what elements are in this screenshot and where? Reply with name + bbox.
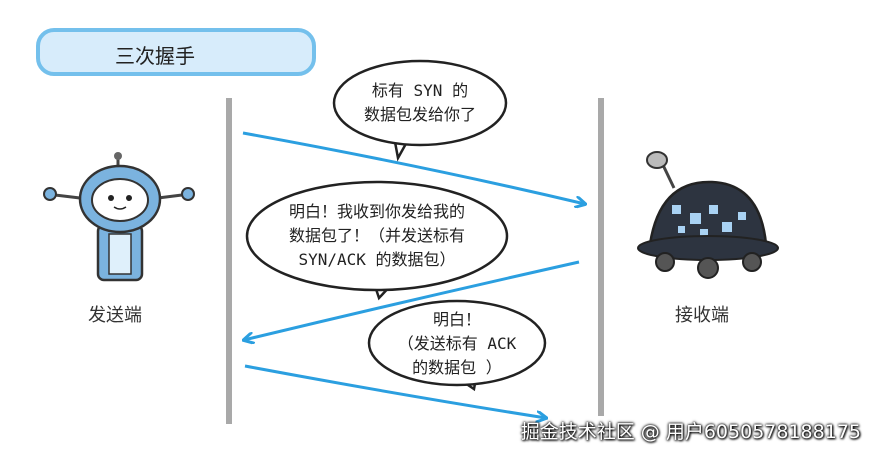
bubble-line: SYN/ACK 的数据包） [298,250,456,269]
bubble-line: （发送标有 ACK [397,334,517,353]
syn-ack-bubble-text: 明白！我收到你发给我的 数据包了！（并发送标有 SYN/ACK 的数据包） [252,200,502,272]
bubble-line: 标有 SYN 的 [371,81,469,100]
title-banner [36,28,316,76]
ack-bubble-text: 明白！ （发送标有 ACK 的数据包 ） [378,308,536,380]
syn-ack-arrow [244,260,580,340]
receiver-robot-illustration [637,151,779,279]
syn-speech-bubble [332,59,508,162]
bubble-line: 明白！我收到你发给我的 [288,202,465,221]
watermark-text: 掘金技术社区 @ 用户6050578188175 [520,421,861,443]
sender-label: 发送端 [88,305,142,326]
bubble-line: 数据包了！（并发送标有 [288,226,465,245]
bubble-line: 的数据包 ） [412,358,502,377]
bubble-line: 明白！ [432,310,481,329]
diagram-title: 三次握手 [115,44,195,68]
syn-ack-speech-bubble [245,180,509,301]
bubble-line: 数据包发给你了 [363,105,476,124]
syn-arrow [242,131,585,204]
ack-arrow [244,364,546,418]
syn-bubble-text: 标有 SYN 的 数据包发给你了 [344,79,496,127]
sender-robot-illustration [43,152,195,282]
receiver-label: 接收端 [675,305,729,326]
ack-speech-bubble [367,299,547,392]
